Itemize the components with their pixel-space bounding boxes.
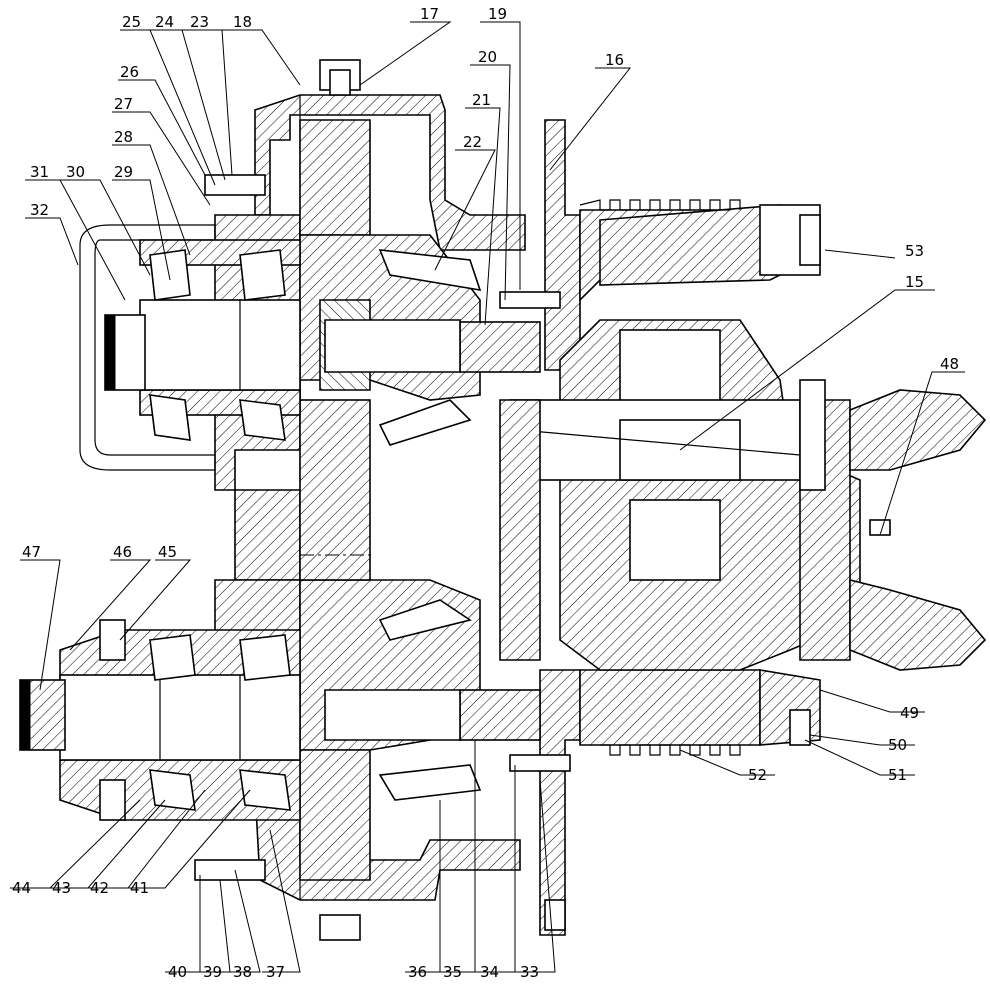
differential-assembly bbox=[499, 199, 987, 756]
label-15: 15 bbox=[905, 273, 924, 291]
label-46: 46 bbox=[113, 543, 132, 561]
bevel-gear-36 bbox=[378, 599, 482, 801]
label-44: 44 bbox=[12, 879, 31, 897]
label-17: 17 bbox=[420, 5, 439, 23]
label-27: 27 bbox=[114, 95, 133, 113]
label-36: 36 bbox=[408, 963, 427, 981]
label-16: 16 bbox=[605, 51, 624, 69]
leader-lines bbox=[10, 21, 965, 973]
label-53: 53 bbox=[905, 242, 924, 260]
label-38: 38 bbox=[233, 963, 252, 981]
lower-shaft-assembly bbox=[19, 619, 461, 821]
label-51: 51 bbox=[888, 766, 907, 784]
label-45: 45 bbox=[158, 543, 177, 561]
label-23: 23 bbox=[190, 13, 209, 31]
label-20: 20 bbox=[478, 48, 497, 66]
label-26: 26 bbox=[120, 63, 139, 81]
label-25: 25 bbox=[122, 13, 141, 31]
label-21: 21 bbox=[472, 91, 491, 109]
label-35: 35 bbox=[443, 963, 462, 981]
bevel-gear-22 bbox=[378, 249, 482, 446]
label-28: 28 bbox=[114, 128, 133, 146]
label-50: 50 bbox=[888, 736, 907, 754]
label-19: 19 bbox=[488, 5, 507, 23]
label-24: 24 bbox=[155, 13, 174, 31]
label-34: 34 bbox=[480, 963, 499, 981]
label-33: 33 bbox=[520, 963, 539, 981]
label-41: 41 bbox=[130, 879, 149, 897]
label-22: 22 bbox=[463, 133, 482, 151]
label-31: 31 bbox=[30, 163, 49, 181]
label-18: 18 bbox=[233, 13, 252, 31]
part-labels: 25 24 23 18 17 19 20 21 22 16 26 27 28 2… bbox=[12, 5, 959, 981]
label-42: 42 bbox=[90, 879, 109, 897]
label-48: 48 bbox=[940, 355, 959, 373]
label-47: 47 bbox=[22, 543, 41, 561]
label-40: 40 bbox=[168, 963, 187, 981]
label-37: 37 bbox=[266, 963, 285, 981]
label-32: 32 bbox=[30, 201, 49, 219]
label-49: 49 bbox=[900, 704, 919, 722]
label-29: 29 bbox=[114, 163, 133, 181]
bolts bbox=[194, 59, 571, 941]
label-39: 39 bbox=[203, 963, 222, 981]
label-43: 43 bbox=[52, 879, 71, 897]
label-52: 52 bbox=[748, 766, 767, 784]
label-30: 30 bbox=[66, 163, 85, 181]
upper-shaft-assembly bbox=[79, 224, 461, 471]
